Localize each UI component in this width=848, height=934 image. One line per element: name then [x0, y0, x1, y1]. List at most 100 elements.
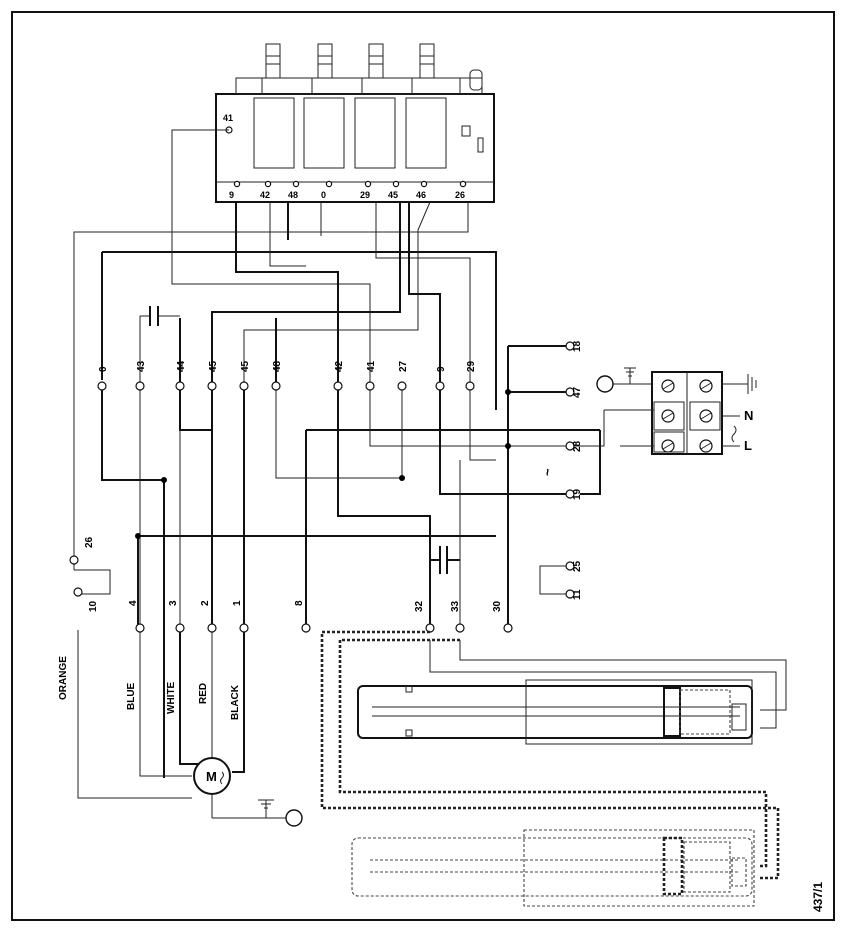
switch-terminal-0 — [233, 180, 241, 188]
terminal-5 — [271, 381, 281, 391]
earth-symbol-right-2 — [722, 374, 757, 394]
bottom-terminal-label: 2 — [200, 600, 211, 606]
terminal-label: 27 — [398, 360, 409, 372]
bottom-terminal-9 — [503, 623, 513, 633]
earth-symbol-motor — [258, 799, 274, 818]
mains-terminal-block: N L — [596, 367, 757, 455]
push-button-4 — [419, 43, 435, 79]
terminal-label: 48 — [272, 360, 283, 372]
switch-terminal-1 — [264, 180, 272, 188]
switch-bottom-label: 46 — [416, 190, 426, 200]
right-terminal-4 — [565, 561, 575, 571]
terminal-label: 45 — [208, 360, 219, 372]
switch-terminal-4 — [364, 180, 372, 188]
terminal-row: 0 43 44 45 45 48 42 41 27 9 29 — [97, 360, 477, 391]
switch-bottom-label: 29 — [360, 190, 370, 200]
wire-color-label: ORANGE — [58, 656, 69, 700]
wire-color-label: BLUE — [126, 682, 137, 710]
bottom-terminal-label: 32 — [414, 600, 425, 612]
bottom-terminal-3 — [175, 623, 185, 633]
bottom-terminal-label: 3 — [168, 600, 179, 606]
switch-bottom-label: 0 — [321, 190, 326, 200]
switch-cell-4 — [405, 97, 447, 169]
right-terminal-5 — [565, 589, 575, 599]
bottom-terminal-label: 8 — [294, 600, 305, 606]
bottom-terminal-4 — [207, 623, 217, 633]
right-terminal-label: 28 — [572, 440, 583, 452]
terminal-label: 9 — [436, 366, 447, 372]
terminal-1 — [135, 381, 145, 391]
terminal-label: 44 — [176, 360, 187, 372]
terminal-2 — [175, 381, 185, 391]
heater-element-bottom — [320, 630, 780, 907]
bottom-terminal-label: 30 — [492, 600, 503, 612]
bottom-terminal-label: 10 — [88, 600, 99, 612]
terminal-6 — [333, 381, 343, 391]
switch-bottom-label: 42 — [260, 190, 270, 200]
terminal-label: 45 — [240, 360, 251, 372]
switch-terminal-7 — [459, 180, 467, 188]
switch-terminal-5 — [392, 180, 400, 188]
right-terminal-3 — [565, 489, 575, 499]
push-button-2 — [317, 43, 333, 79]
switch-cell-2 — [303, 97, 345, 169]
terminal-7 — [365, 381, 375, 391]
wire-color-label: BLACK — [230, 684, 241, 720]
switch-bottom-label: 45 — [388, 190, 398, 200]
terminal-label: 29 — [466, 360, 477, 372]
right-terminal-label: 11 — [572, 589, 583, 600]
wire-color-label: WHITE — [166, 681, 177, 714]
mains-n-label: N — [744, 408, 753, 423]
ac-symbol: ~ — [540, 468, 555, 476]
switch-terminal-2 — [292, 180, 300, 188]
terminal-label: 42 — [334, 360, 345, 372]
switch-top-label: 41 — [223, 113, 233, 123]
bottom-terminal-label: 1 — [232, 600, 243, 606]
push-button-3 — [368, 43, 384, 79]
wiring — [73, 129, 605, 799]
bottom-terminal-label: 4 — [128, 600, 139, 606]
terminal-10 — [465, 381, 475, 391]
wire-color-label: RED — [198, 683, 209, 704]
earth-ring-right — [596, 375, 614, 393]
wire-color-labels: ORANGE BLUE WHITE RED BLACK — [58, 656, 241, 720]
bottom-terminal-0 — [69, 555, 79, 565]
terminal-label: 43 — [136, 360, 147, 372]
switch-cell-1 — [253, 97, 295, 169]
switch-cell-3 — [354, 97, 396, 169]
right-terminal-label: 19 — [572, 488, 583, 500]
terminal-label: 0 — [98, 366, 109, 372]
diagram-frame — [11, 11, 835, 921]
switch-terminal-6 — [420, 180, 428, 188]
bottom-terminal-label: 33 — [450, 600, 461, 612]
right-terminal-label: 18 — [572, 340, 583, 352]
terminal-8 — [397, 381, 407, 391]
earth-ring-motor — [285, 809, 303, 827]
terminal-4 — [239, 381, 249, 391]
switch-bottom-label: 26 — [455, 190, 465, 200]
mains-l-label: L — [744, 438, 752, 453]
terminal-label: 41 — [366, 360, 377, 372]
indicator-lamp — [461, 69, 484, 153]
bottom-terminal-label: 26 — [84, 536, 95, 548]
heater-element-top — [357, 640, 787, 745]
push-button-1 — [265, 43, 281, 79]
bottom-terminal-1 — [73, 587, 83, 597]
terminal-9 — [435, 381, 445, 391]
switch-terminal-3 — [325, 180, 333, 188]
motor: M — [193, 757, 303, 827]
motor-label: M — [206, 769, 217, 784]
figure-number: 437/1 — [811, 882, 825, 912]
right-terminal-label: 25 — [572, 560, 583, 572]
terminal-3 — [207, 381, 217, 391]
right-terminal-1 — [565, 387, 575, 397]
right-terminal-0 — [565, 341, 575, 351]
bottom-terminal-8 — [455, 623, 465, 633]
switch-bottom-label: 9 — [229, 190, 234, 200]
terminal-0 — [97, 381, 107, 391]
